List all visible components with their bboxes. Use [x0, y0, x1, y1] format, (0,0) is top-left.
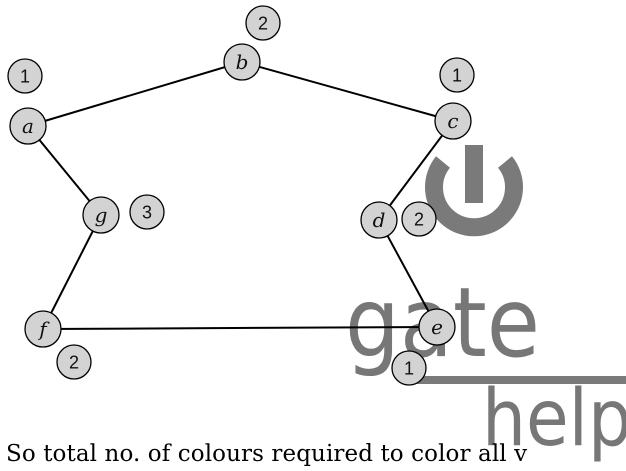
edge-a-b [27, 61, 243, 127]
badge-color-number: 2 [414, 210, 424, 230]
node-label: d [373, 208, 386, 232]
node-label: g [95, 203, 108, 227]
badge-color-number: 3 [142, 203, 152, 223]
color-badge-c: 1 [439, 57, 475, 93]
edge-g-f [42, 214, 102, 330]
graph-edges [27, 61, 454, 330]
node-label: e [431, 315, 443, 339]
color-badge-d: 2 [401, 201, 437, 237]
node-circle [223, 43, 261, 81]
node-label: c [447, 109, 458, 133]
watermark-bar [408, 376, 626, 384]
color-badges: 1 2 1 2 1 2 3 [7, 5, 475, 386]
node-circle [418, 308, 456, 346]
badge-color-number: 1 [404, 359, 414, 379]
power-icon [425, 145, 523, 237]
edge-d-e [378, 219, 438, 328]
badge-circle [245, 5, 281, 41]
edge-b-c [241, 61, 454, 122]
edge-c-d [378, 120, 454, 221]
node-circle [9, 107, 47, 145]
node-g: g [82, 196, 120, 234]
watermark-brand2: help [482, 374, 626, 464]
node-circle [24, 310, 62, 348]
color-badge-a: 1 [7, 58, 43, 94]
node-label: b [236, 50, 249, 74]
node-circle [360, 201, 398, 239]
node-b: b [223, 43, 261, 81]
edge-a-g [27, 125, 102, 216]
node-circle [434, 102, 472, 140]
badge-circle [391, 350, 427, 386]
badge-color-number: 2 [69, 353, 79, 373]
color-badge-b: 2 [245, 5, 281, 41]
node-circle [82, 196, 120, 234]
graph-nodes: a b c d e f g [9, 43, 472, 348]
badge-circle [439, 57, 475, 93]
badge-color-number: 2 [258, 14, 268, 34]
color-badge-e: 1 [391, 350, 427, 386]
watermark-logo: gate help [345, 145, 626, 464]
color-badge-f: 2 [56, 344, 92, 380]
badge-circle [7, 58, 43, 94]
badge-circle [401, 201, 437, 237]
badge-circle [129, 194, 165, 230]
color-badge-g: 3 [129, 194, 165, 230]
node-e: e [418, 308, 456, 346]
explanation-caption: So total no. of colours required to colo… [6, 441, 528, 467]
badge-color-number: 1 [20, 67, 30, 87]
node-f: f [24, 310, 62, 348]
node-d: d [360, 201, 398, 239]
badge-circle [56, 344, 92, 380]
node-label: a [22, 114, 34, 138]
edge-f-e [42, 326, 438, 330]
badge-color-number: 1 [452, 66, 462, 86]
node-a: a [9, 107, 47, 145]
node-c: c [434, 102, 472, 140]
